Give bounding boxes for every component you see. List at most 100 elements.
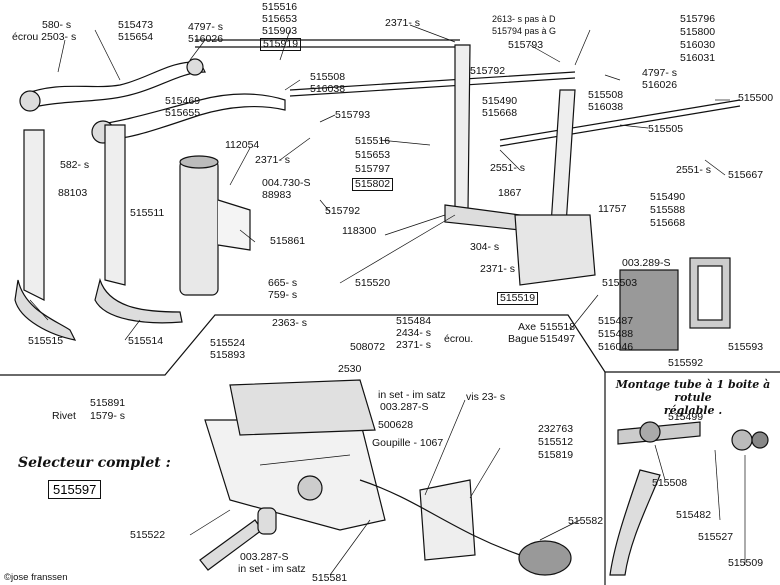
rod-main — [289, 71, 576, 97]
lever-515473 — [21, 61, 206, 109]
label-516038-a: 516038 — [310, 83, 346, 95]
label-88103: 88103 — [58, 187, 88, 199]
label-515508-b: 515508 — [588, 89, 624, 101]
label-ecrou: écrou. — [444, 333, 474, 345]
label-1867: 1867 — [498, 187, 522, 199]
label-665: 665- s — [268, 277, 298, 289]
label-516030: 516030 — [680, 39, 716, 51]
selector-title: Selecteur complet : — [18, 455, 171, 471]
label-inset-1: in set - im satz — [378, 389, 446, 401]
lever-515469 — [94, 93, 286, 141]
label-515505: 515505 — [648, 123, 684, 135]
label-516026-b: 516026 — [642, 79, 678, 91]
label-515473: 515473 — [118, 19, 154, 31]
montage-title: Montage tube à 1 boite à rotule réglable… — [606, 378, 780, 417]
label-axe: Axe — [518, 321, 537, 333]
label-515668-b: 515668 — [650, 217, 686, 229]
label-515508-a: 515508 — [310, 71, 346, 83]
label-515497: 515497 — [540, 333, 576, 345]
knob-515582 — [518, 540, 572, 576]
label-515518: 515518 — [540, 321, 576, 333]
foot-515515 — [14, 279, 77, 341]
label-515655: 515655 — [165, 107, 201, 119]
label-003289: 003.289-S — [622, 257, 671, 269]
plate-232763 — [419, 479, 476, 561]
label-515516-a: 515516 — [262, 1, 298, 13]
selector-part-box: 515597 — [48, 480, 102, 499]
label-2371-a: 2371- s — [385, 17, 421, 29]
label-515499: 515499 — [668, 411, 704, 423]
label-2613: 2613- s pas à D — [492, 14, 556, 24]
label-118300: 118300 — [342, 225, 377, 237]
label-2371-d: 2371- s — [396, 339, 432, 351]
label-2434: 2434- s — [396, 327, 432, 339]
label-515514: 515514 — [128, 335, 164, 347]
selector-top — [229, 379, 376, 436]
label-515484: 515484 — [396, 315, 432, 327]
label-2530: 2530 — [338, 363, 362, 375]
label-4797-a: 4797- s — [188, 21, 224, 33]
label-88983: 88983 — [262, 189, 292, 201]
rod-515516 — [195, 39, 460, 48]
label-515522: 515522 — [130, 529, 166, 541]
rod-515505 — [499, 99, 741, 147]
label-515582: 515582 — [568, 515, 604, 527]
label-004730: 004.730-S — [262, 177, 311, 189]
foot-515514 — [94, 277, 183, 324]
label-515893: 515893 — [210, 349, 246, 361]
label-508072: 508072 — [350, 341, 386, 353]
label-515903: 515903 — [262, 25, 298, 37]
label-515668-a: 515668 — [482, 107, 518, 119]
label-515802: 515802 — [352, 178, 394, 191]
label-515891: 515891 — [90, 397, 126, 409]
label-515503: 515503 — [602, 277, 638, 289]
label-515500: 515500 — [738, 92, 774, 104]
label-515511: 515511 — [130, 207, 165, 219]
label-515653-b: 515653 — [355, 149, 391, 161]
label-2371-c: 2371- s — [480, 263, 516, 275]
label-515509: 515509 — [728, 557, 764, 569]
label-515487: 515487 — [598, 315, 634, 327]
label-515490-a: 515490 — [482, 95, 518, 107]
lever-515520 — [454, 44, 471, 213]
montage-title-line2: réglable . — [663, 404, 723, 417]
label-003287-b: 003.287-S — [240, 551, 289, 563]
label-515524: 515524 — [210, 337, 246, 349]
label-500628: 500628 — [378, 419, 414, 431]
label-1579: 1579- s — [90, 410, 126, 422]
tube-515861 — [179, 159, 219, 296]
bracket-515519 — [514, 214, 596, 286]
label-515520: 515520 — [355, 277, 391, 289]
label-515796: 515796 — [680, 13, 716, 25]
shaft-88103 — [23, 129, 45, 301]
lever-515582 — [359, 479, 521, 556]
label-515861: 515861 — [270, 235, 306, 247]
label-516031: 516031 — [680, 52, 716, 64]
label-515819: 515819 — [538, 449, 574, 461]
shaft-515511 — [104, 124, 126, 286]
label-515519: 515519 — [497, 292, 539, 305]
label-goupille: Goupille - 1067 — [372, 437, 444, 449]
label-bague: Bague — [508, 333, 539, 345]
label-515792-a: 515792 — [470, 65, 506, 77]
label-232763: 232763 — [538, 423, 574, 435]
label-515515: 515515 — [28, 335, 64, 347]
label-515793-a: 515793 — [508, 39, 544, 51]
label-515793-b: 515793 — [335, 109, 371, 121]
label-515593: 515593 — [728, 341, 764, 353]
label-515792-b: 515792 — [325, 205, 361, 217]
label-515794: 515794 pas à G — [492, 26, 557, 36]
section-divider-line — [0, 314, 780, 376]
copyright: ©jose franssen — [4, 572, 68, 583]
label-11757: 11757 — [598, 203, 627, 215]
label-515919: 515919 — [260, 38, 302, 51]
label-4797-b: 4797- s — [642, 67, 678, 79]
label-515482: 515482 — [676, 509, 712, 521]
label-515516-b: 515516 — [355, 135, 391, 147]
label-2371-b: 2371- s — [255, 154, 291, 166]
bracket-515861 — [217, 199, 251, 251]
label-515508-c: 515508 — [652, 477, 688, 489]
montage-title-line1: Montage tube à 1 boite à rotule — [615, 378, 771, 404]
arm-515509 — [609, 469, 661, 576]
